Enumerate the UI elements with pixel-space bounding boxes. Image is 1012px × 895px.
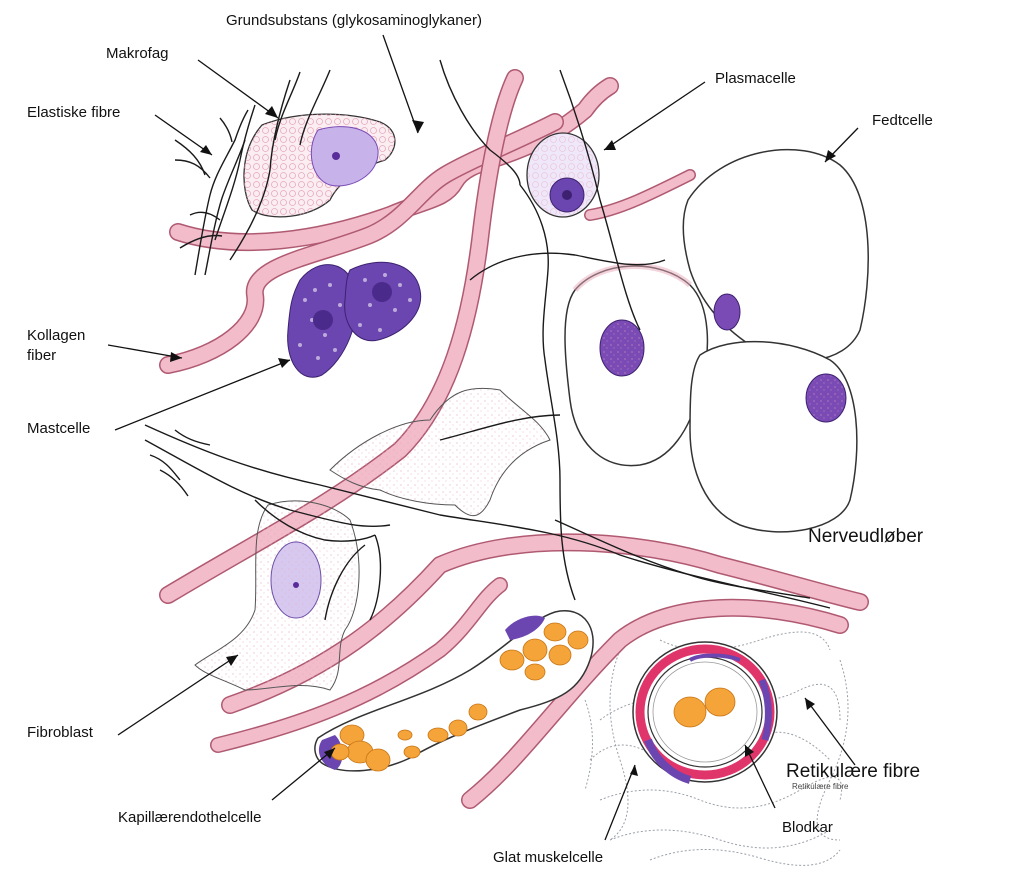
fibroblast-cell — [195, 501, 359, 690]
label-mastcelle: Mastcelle — [27, 420, 90, 437]
label-retikulaere-fibre-small: Retikulære fibre — [792, 782, 849, 791]
label-retikulaere-fibre: Retikulære fibre — [786, 761, 920, 782]
label-makrofag: Makrofag — [106, 45, 169, 62]
label-elastiske-fibre: Elastiske fibre — [27, 104, 120, 121]
label-kollagen-line2: fiber — [27, 347, 56, 364]
macrophage-cell — [244, 114, 395, 217]
label-kapillaerendothelcelle: Kapillærendothelcelle — [118, 809, 261, 826]
fibroblast-processes — [330, 388, 550, 515]
label-plasmacelle: Plasmacelle — [715, 70, 796, 87]
plasma-cell — [527, 133, 599, 217]
mast-cell — [288, 262, 421, 377]
label-fedtcelle: Fedtcelle — [872, 112, 933, 129]
label-grundsubstans: Grundsubstans (glykosaminoglykaner) — [226, 12, 482, 29]
label-fibroblast: Fibroblast — [27, 724, 94, 741]
label-glat-muskelcelle: Glat muskelcelle — [493, 849, 603, 866]
collagen-fibre-7 — [590, 175, 690, 215]
blood-vessel — [633, 642, 777, 782]
label-blodkar: Blodkar — [782, 819, 833, 836]
label-nerveudlober: Nerveudløber — [808, 526, 924, 547]
label-kollagen-line1: Kollagen — [27, 327, 85, 344]
